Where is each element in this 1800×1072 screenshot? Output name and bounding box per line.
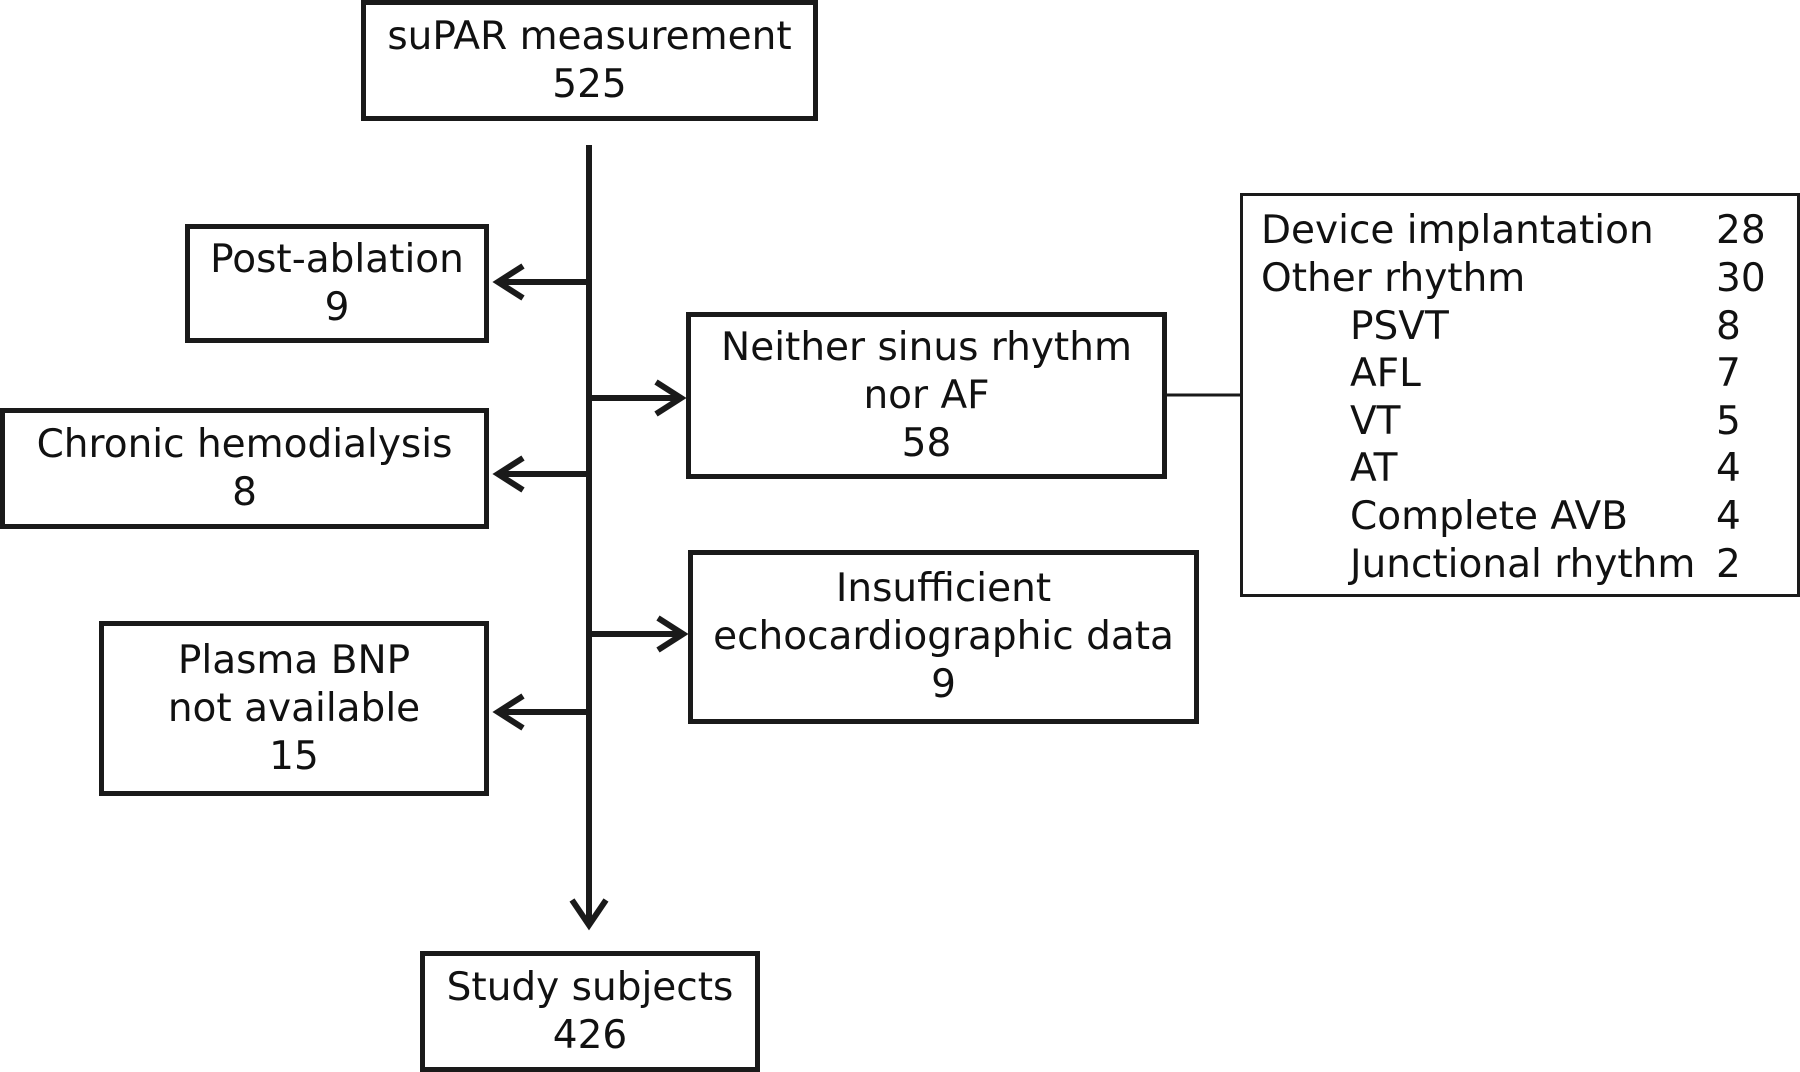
final-title: Study subjects <box>446 964 734 1010</box>
echo-title-line1: Insufficient <box>835 566 1052 611</box>
echo-title-line2: echocardiographic data <box>713 614 1174 659</box>
rhythm-count: 58 <box>901 420 952 466</box>
breakdown-row-label: Complete AVB <box>1350 494 1628 539</box>
start-count: 525 <box>552 61 627 107</box>
breakdown-row-label: Junctional rhythm <box>1350 542 1696 587</box>
post-ablation-title: Post-ablation <box>210 236 464 282</box>
breakdown-row-value: 4 <box>1716 494 1741 539</box>
breakdown-row-value: 2 <box>1716 542 1741 587</box>
breakdown-row-label: PSVT <box>1350 304 1449 349</box>
final-box: Study subjects 426 <box>420 951 760 1072</box>
breakdown-row-label: Other rhythm <box>1261 256 1526 301</box>
final-count: 426 <box>552 1012 628 1058</box>
hemodialysis-title: Chronic hemodialysis <box>36 421 453 467</box>
breakdown-row-value: 5 <box>1716 399 1741 444</box>
hemodialysis-count: 8 <box>232 469 257 515</box>
breakdown-row-value: 30 <box>1716 256 1766 301</box>
final-arrowhead <box>569 898 609 931</box>
echo-box: Insufficient echocardiographic data 9 <box>688 550 1199 724</box>
start-title: suPAR measurement <box>387 13 792 59</box>
breakdown-row-label: AFL <box>1350 351 1421 396</box>
rhythm-title-line1: Neither sinus rhythm <box>721 324 1132 370</box>
breakdown-row-label: Device implantation <box>1261 208 1654 253</box>
hemodialysis-box: Chronic hemodialysis 8 <box>0 408 489 529</box>
echo-arrowhead <box>656 615 689 653</box>
bnp-title-line2: not available <box>167 685 421 731</box>
breakdown-row-value: 7 <box>1716 351 1741 396</box>
post-ablation-arrowhead <box>492 263 525 301</box>
breakdown-row-label: VT <box>1350 399 1401 444</box>
breakdown-row-value: 8 <box>1716 304 1741 349</box>
post-ablation-count: 9 <box>324 284 350 330</box>
bnp-count: 15 <box>269 733 319 779</box>
hemodialysis-arrowhead <box>492 455 525 493</box>
rhythm-arrowhead <box>654 379 687 417</box>
rhythm-box: Neither sinus rhythm nor AF 58 <box>686 312 1167 479</box>
breakdown-row-value: 28 <box>1716 208 1766 253</box>
echo-count: 9 <box>931 662 956 707</box>
rhythm-title-line2: nor AF <box>863 372 990 418</box>
bnp-arrowhead <box>492 693 525 731</box>
rhythm-breakdown-box: Device implantation 28 Other rhythm 30 P… <box>1240 193 1800 597</box>
breakdown-row-label: AT <box>1350 446 1398 491</box>
start-box: suPAR measurement 525 <box>361 0 818 121</box>
bnp-title-line1: Plasma BNP <box>177 637 411 683</box>
breakdown-row-value: 4 <box>1716 446 1741 491</box>
post-ablation-box: Post-ablation 9 <box>185 224 489 343</box>
bnp-box: Plasma BNP not available 15 <box>99 621 489 796</box>
